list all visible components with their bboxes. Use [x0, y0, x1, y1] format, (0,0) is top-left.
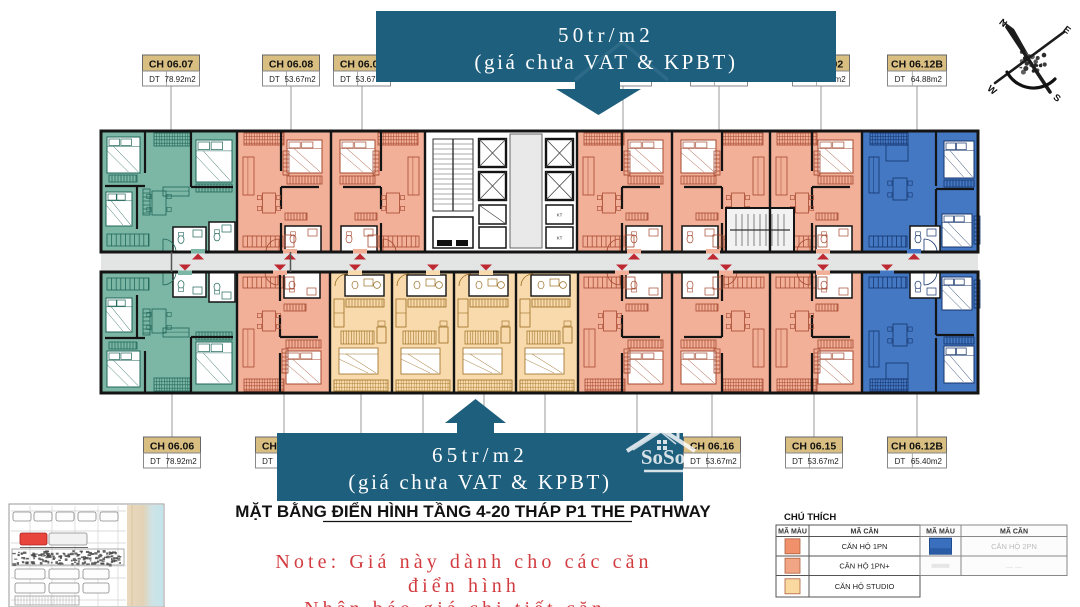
svg-text:CH 06.09: CH 06.09: [340, 59, 385, 71]
svg-text:S: S: [1051, 92, 1063, 105]
svg-text:(giá chưa VAT & KPBT): (giá chưa VAT & KPBT): [474, 50, 737, 74]
svg-text:DT: DT: [792, 457, 803, 466]
svg-text:Nhận báo giá chi tiết căn: Nhận báo giá chi tiết căn: [304, 598, 606, 607]
svg-text:DT: DT: [262, 457, 273, 466]
svg-text:— —: — —: [1006, 564, 1022, 571]
svg-text:DT: DT: [340, 75, 351, 84]
svg-text:53.67m2: 53.67m2: [808, 457, 840, 466]
svg-text:KT: KT: [557, 236, 563, 241]
svg-text:MÃ MÀU: MÃ MÀU: [778, 527, 807, 536]
svg-text:DT: DT: [269, 75, 280, 84]
svg-text:65tr/m2: 65tr/m2: [432, 443, 528, 467]
svg-text:MÃ CĂN: MÃ CĂN: [1000, 527, 1028, 536]
svg-text:CĂN HỘ STUDIO: CĂN HỘ STUDIO: [835, 582, 895, 591]
svg-text:78.92m2: 78.92m2: [165, 75, 197, 84]
svg-text:(giá chưa VAT & KPBT): (giá chưa VAT & KPBT): [348, 470, 611, 494]
svg-text:CH 06.12B: CH 06.12B: [891, 59, 943, 71]
svg-text:SoSo: SoSo: [641, 445, 685, 469]
svg-text:CĂN HỘ 1PN+: CĂN HỘ 1PN+: [839, 562, 890, 571]
svg-text:W: W: [985, 83, 999, 97]
svg-text:CH 06.07: CH 06.07: [149, 59, 194, 71]
svg-text:CH 06.16: CH 06.16: [690, 441, 735, 453]
svg-text:DT: DT: [150, 457, 161, 466]
svg-text:53.67m2: 53.67m2: [285, 75, 317, 84]
svg-text:65.40m2: 65.40m2: [911, 457, 943, 466]
svg-text:DT: DT: [895, 75, 906, 84]
svg-text:64.88m2: 64.88m2: [911, 75, 943, 84]
svg-text:CH 06.12B: CH 06.12B: [891, 441, 943, 453]
svg-text:53.67m2: 53.67m2: [706, 457, 738, 466]
svg-text:53.67m2: 53.67m2: [356, 75, 388, 84]
svg-text:MÃ CĂN: MÃ CĂN: [851, 527, 879, 536]
svg-text:CHÚ THÍCH: CHÚ THÍCH: [784, 511, 836, 523]
svg-text:KT: KT: [557, 213, 563, 218]
svg-text:78.92m2: 78.92m2: [166, 457, 198, 466]
svg-text:E: E: [1061, 24, 1073, 37]
svg-text:DT: DT: [690, 457, 701, 466]
svg-text:DT: DT: [149, 75, 160, 84]
svg-text:Note: Giá này dành cho các căn: Note: Giá này dành cho các căn: [275, 551, 652, 573]
svg-text:CH 06.08: CH 06.08: [269, 59, 314, 71]
svg-text:50tr/m2: 50tr/m2: [558, 23, 654, 47]
svg-text:MẶT BẰNG ĐIỂN HÌNH TẦNG 4-20 T: MẶT BẰNG ĐIỂN HÌNH TẦNG 4-20 THÁP P1 THE…: [235, 502, 711, 521]
svg-text:điển hình: điển hình: [408, 575, 520, 597]
svg-text:MÃ MÀU: MÃ MÀU: [926, 527, 955, 536]
svg-text:CH 06.06: CH 06.06: [150, 441, 195, 453]
svg-text:CĂN HỘ 2PN: CĂN HỘ 2PN: [991, 542, 1037, 551]
svg-text:CĂN HỘ 1PN: CĂN HỘ 1PN: [842, 542, 888, 551]
svg-text:DT: DT: [895, 457, 906, 466]
svg-text:CH 06.15: CH 06.15: [792, 441, 837, 453]
